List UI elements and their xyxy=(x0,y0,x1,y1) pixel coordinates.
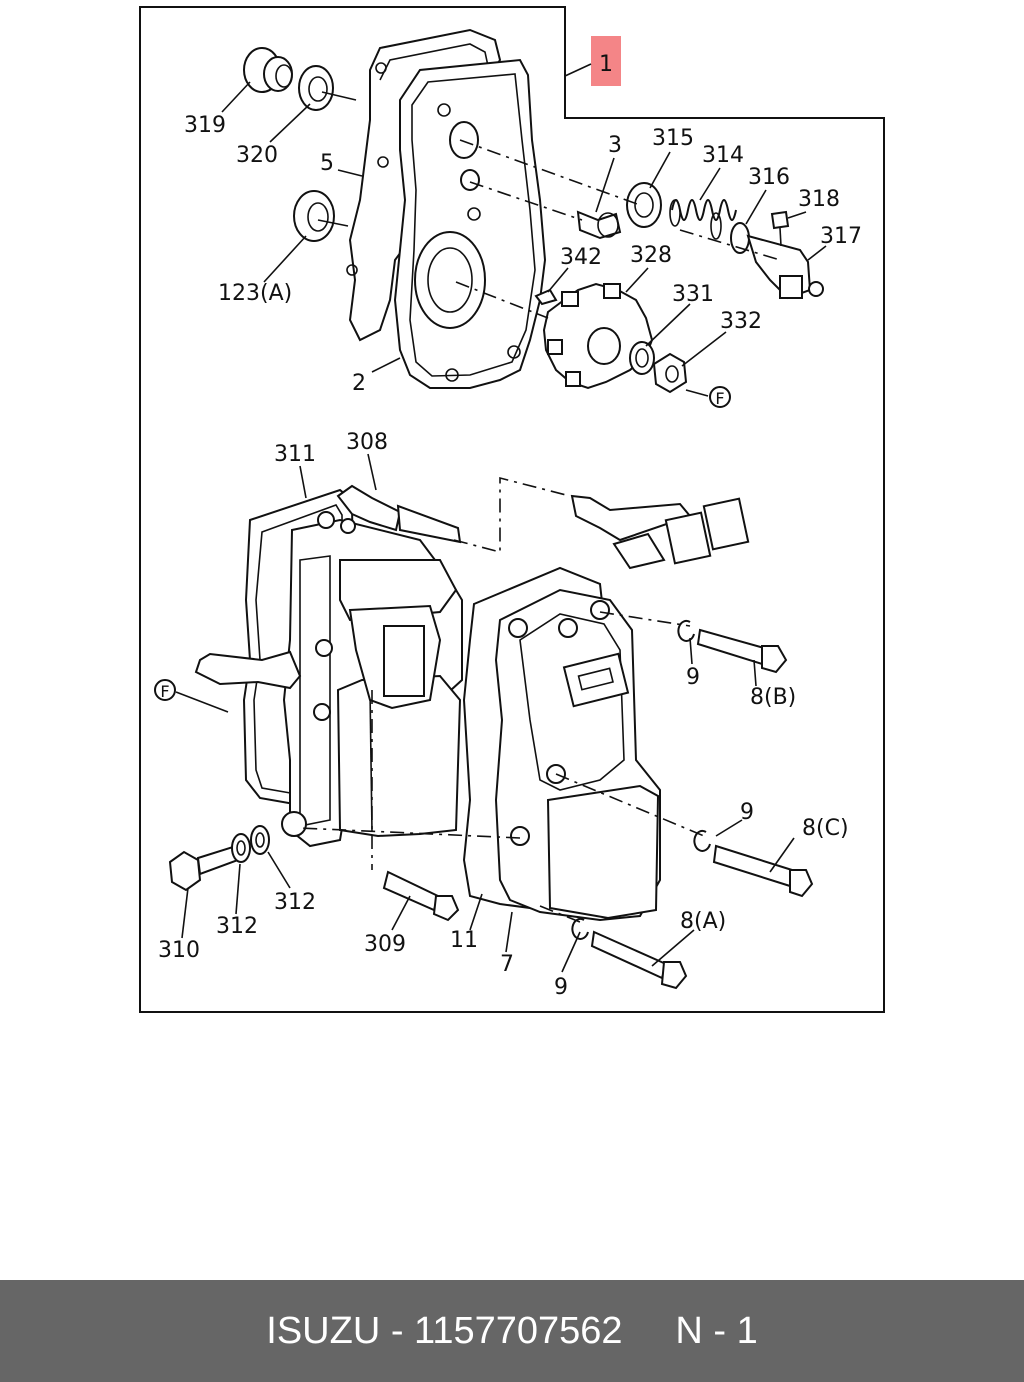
label-331: 331 xyxy=(672,282,714,307)
assembly-callout-label: 1 xyxy=(599,52,613,77)
label-311: 311 xyxy=(274,442,316,467)
bracket-317 xyxy=(746,234,824,300)
key-342 xyxy=(534,288,558,306)
washer-312-b xyxy=(250,825,270,855)
label-8b: 8(B) xyxy=(750,685,796,710)
label-332: 332 xyxy=(720,309,762,334)
assembly-callout-box xyxy=(591,36,621,86)
label-3: 3 xyxy=(608,133,622,158)
wiring-connector xyxy=(570,494,750,570)
footer-page-ref: N - 1 xyxy=(675,1309,758,1352)
label-123a: 123(A) xyxy=(218,281,292,306)
label-8a: 8(A) xyxy=(680,909,726,934)
footer-gap xyxy=(623,1310,676,1353)
lever-arm xyxy=(194,650,302,690)
label-11: 11 xyxy=(450,928,478,953)
ring-9-top xyxy=(677,619,695,642)
diagram-frame xyxy=(139,6,885,1013)
assembly-callout-leader xyxy=(564,63,592,77)
footer-brand: ISUZU xyxy=(266,1309,381,1352)
bolt-310 xyxy=(168,844,240,892)
label-317: 317 xyxy=(820,224,862,249)
label-312-a: 312 xyxy=(216,914,258,939)
label-318: 318 xyxy=(798,187,840,212)
label-310: 310 xyxy=(158,938,200,963)
hose-308 xyxy=(336,484,462,544)
label-309: 309 xyxy=(364,932,406,957)
leader-lines xyxy=(175,81,827,973)
bolt-8c xyxy=(712,844,814,898)
label-312-b: 312 xyxy=(274,890,316,915)
screw-318 xyxy=(770,210,790,247)
label-308: 308 xyxy=(346,430,388,455)
ring-9-mid xyxy=(693,829,711,852)
bolt-8a xyxy=(590,930,688,990)
label-f-left: F xyxy=(160,682,169,701)
oil-seal-123a xyxy=(293,190,335,242)
label-9-mid: 9 xyxy=(740,800,754,825)
seal-315 xyxy=(626,182,662,228)
washer-320 xyxy=(298,65,334,111)
label-9-top: 9 xyxy=(686,665,700,690)
label-319: 319 xyxy=(184,113,226,138)
label-f-top: F xyxy=(715,389,724,408)
actuator-body xyxy=(281,511,463,848)
label-8c: 8(C) xyxy=(802,816,849,841)
bolt-3 xyxy=(576,210,622,240)
bolt-8b xyxy=(696,628,788,674)
footer-part-number: 1157707562 xyxy=(414,1309,623,1352)
label-7: 7 xyxy=(500,952,514,977)
spring-314 xyxy=(669,199,737,240)
bolt-309 xyxy=(382,870,460,922)
plug-319 xyxy=(243,47,293,93)
label-2: 2 xyxy=(352,371,366,396)
label-5: 5 xyxy=(320,151,334,176)
callout-f-left-circle xyxy=(154,679,176,701)
label-314: 314 xyxy=(702,143,744,168)
cover-7 xyxy=(494,588,661,922)
washer-331 xyxy=(629,341,655,375)
timer-cover-assembly xyxy=(346,28,547,389)
nut-332 xyxy=(652,352,688,394)
label-328: 328 xyxy=(630,243,672,268)
cover-gasket-11 xyxy=(462,566,606,914)
label-342: 342 xyxy=(560,245,602,270)
label-9-bottom: 9 xyxy=(554,975,568,1000)
label-320: 320 xyxy=(236,143,278,168)
label-316: 316 xyxy=(748,165,790,190)
parts-diagram: 1 xyxy=(139,6,885,1013)
washer-312-a xyxy=(231,833,251,863)
callout-f-top-circle xyxy=(709,386,731,408)
footer-separator: - xyxy=(380,1309,415,1352)
label-315: 315 xyxy=(652,126,694,151)
footer-bar: ISUZU - 1157707562 N - 1 xyxy=(0,1280,1024,1382)
ring-9-bottom xyxy=(571,917,589,940)
